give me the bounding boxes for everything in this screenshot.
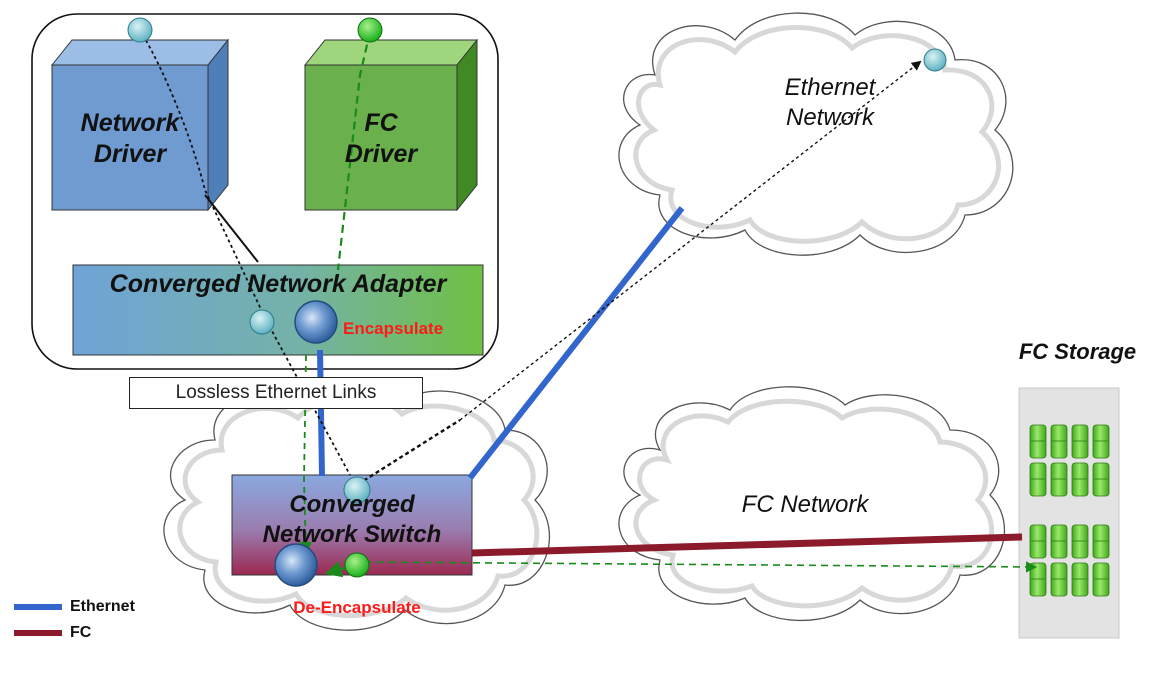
fc-frame-path-upper	[336, 31, 372, 271]
switch-label-line2: Network Switch	[262, 521, 442, 548]
network-driver-label: Network Driver	[52, 108, 208, 171]
fc-path-to-storage	[364, 561, 1038, 573]
converged-network-adapter-bar	[72, 264, 484, 356]
ethernet-destination-path	[459, 60, 922, 421]
adapter-ethernet-dot	[249, 309, 275, 335]
fc-driver-label: FC Driver	[305, 108, 457, 171]
fc-frame-path-lower	[299, 354, 313, 555]
ethernet-driver-to-adapter-line	[204, 194, 259, 263]
storage-disk	[1029, 462, 1047, 497]
storage-disk	[1092, 424, 1110, 459]
storage-disk	[1029, 562, 1047, 597]
fc-driver-port-dot	[357, 17, 383, 43]
fc-storage-label: FC Storage	[1018, 339, 1137, 364]
network-driver-box	[50, 38, 230, 212]
fc-driver-box	[303, 38, 479, 212]
ethernet-frame-path	[139, 29, 351, 476]
storage-disk	[1050, 562, 1068, 597]
storage-disk	[1050, 424, 1068, 459]
fc-link-switch-to-storage	[471, 533, 1023, 557]
ethernet-destination-dot	[923, 48, 947, 72]
switch-label: Converged Network Switch	[232, 490, 472, 550]
storage-disk	[1071, 424, 1089, 459]
storage-disk	[1092, 462, 1110, 497]
ethernet-switch-to-cloud-path	[351, 418, 461, 490]
storage-disk	[1071, 562, 1089, 597]
switch-label-line1: Converged	[289, 491, 415, 518]
ethernet-network-line1: Ethernet	[784, 74, 876, 101]
storage-disk	[1071, 524, 1089, 559]
lossless-links-label: Lossless Ethernet Links	[129, 377, 423, 409]
deencapsulate-circle	[274, 543, 318, 587]
switch-fc-dot	[344, 552, 370, 578]
ethernet-link-switch-to-network	[467, 206, 685, 480]
deencapsulate-label: De-Encapsulate	[293, 598, 421, 617]
storage-disk	[1029, 524, 1047, 559]
fc-driver-label-line2: Driver	[344, 140, 418, 169]
network-driver-port-dot	[127, 17, 153, 43]
fc-driver-label-line1: FC	[364, 109, 398, 137]
legend-label-fc: FC	[70, 624, 92, 641]
legend-swatch-ethernet	[14, 604, 62, 610]
ethernet-link-adapter-to-switch	[317, 349, 325, 477]
network-driver-label-line1: Network	[80, 109, 180, 137]
legend-item-ethernet: Ethernet	[14, 598, 135, 616]
legend-item-fc: FC	[14, 624, 91, 642]
adapter-label: Converged Network Adapter	[109, 270, 447, 298]
storage-disk	[1071, 462, 1089, 497]
legend-label-ethernet: Ethernet	[70, 598, 135, 615]
storage-disk	[1029, 424, 1047, 459]
ethernet-network-cloud	[618, 12, 1014, 256]
storage-disk	[1050, 524, 1068, 559]
ethernet-network-line2: Network	[785, 104, 875, 131]
encapsulate-label: Encapsulate	[343, 319, 444, 338]
fc-network-label: FC Network	[741, 491, 869, 518]
ethernet-network-label: Ethernet Network	[745, 73, 915, 133]
switch-ethernet-dot	[343, 476, 371, 504]
storage-disk	[1092, 524, 1110, 559]
legend-swatch-fc	[14, 630, 62, 636]
storage-disk	[1092, 562, 1110, 597]
encapsulate-circle	[294, 300, 338, 344]
fc-storage-rack	[1018, 387, 1120, 639]
network-driver-label-line2: Driver	[93, 140, 167, 169]
storage-disk	[1050, 462, 1068, 497]
